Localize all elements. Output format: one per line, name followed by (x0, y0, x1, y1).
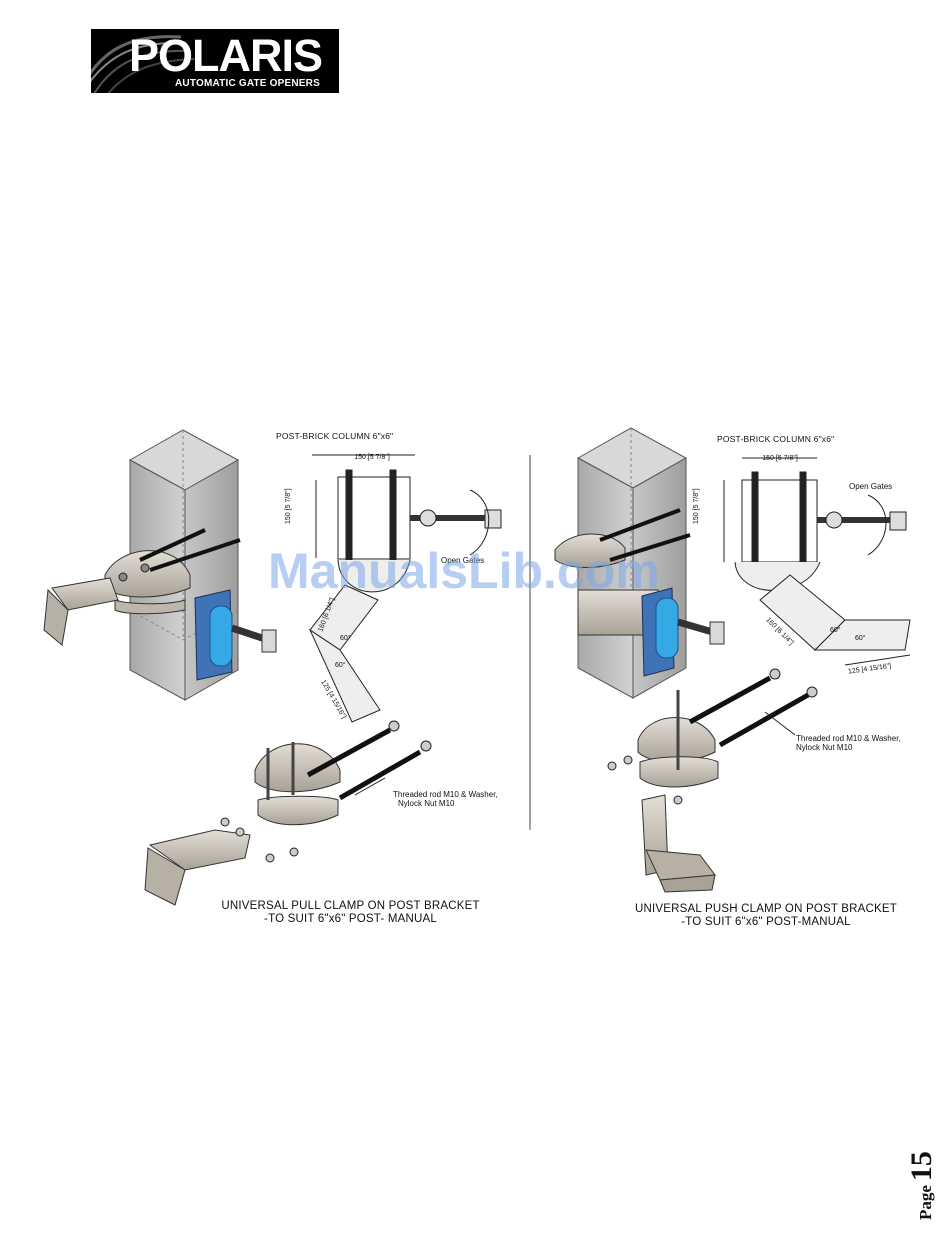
left-hinge-plate (194, 589, 277, 681)
bracket-drawing: 150 [5 7/8"] 150 [5 7/8"] 160 [6 1/4"] 1… (43, 427, 911, 906)
left-caption-line-2: -TO SUIT 6"x6" POST- MANUAL (264, 913, 437, 925)
page-number-value: 15 (905, 1151, 938, 1182)
left-plan-view (308, 454, 502, 723)
right-width-dim: 150 [5 7/8"] (762, 455, 798, 462)
left-height-dim: 150 [5 7/8"] (285, 488, 292, 524)
right-rod-leader (764, 711, 796, 736)
left-width-dim: 150 [5 7/8"] (354, 454, 390, 461)
right-post-label: POST-BRICK COLUMN 6"x6" (717, 434, 835, 444)
manualslib-watermark: ManualsLib.com (268, 543, 660, 599)
right-end-dim: 125 [4 15/16"] (848, 663, 892, 676)
right-angle-1: 60° (830, 626, 841, 634)
left-post-label: POST-BRICK COLUMN 6"x6" (276, 431, 394, 441)
right-angle-2: 60° (855, 634, 866, 642)
logo-tagline: AUTOMATIC GATE OPENERS (175, 78, 320, 89)
left-angle-1: 60° (340, 634, 351, 642)
right-height-dim: 150 [5 7/8"] (693, 488, 700, 524)
right-rod-label-2: Nylock Nut M10 (796, 743, 853, 752)
page-number: Page 15 (905, 1120, 949, 1220)
logo-brand: POLARIS (129, 30, 323, 81)
left-rod-leader (354, 777, 386, 796)
left-rod-label-1: Threaded rod M10 & Washer, (393, 790, 498, 799)
left-exploded-parts (144, 720, 432, 906)
logo-swoosh-icon (91, 35, 202, 93)
right-caption: UNIVERSAL PUSH CLAMP ON POST BRACKET -TO… (632, 903, 900, 929)
left-rod-label-2: Nylock Nut M10 (398, 799, 455, 808)
page-word: Page (916, 1185, 935, 1220)
right-hinge-plate (641, 587, 725, 677)
left-open-gates: Open Gates (441, 556, 484, 565)
polaris-logo: POLARIS AUTOMATIC GATE OPENERS (91, 29, 339, 93)
right-open-gates: Open Gates (849, 482, 892, 491)
right-caption-line-2: -TO SUIT 6"x6" POST-MANUAL (681, 916, 851, 928)
left-caption: UNIVERSAL PULL CLAMP ON POST BRACKET -TO… (218, 900, 483, 926)
right-caption-line-1: UNIVERSAL PUSH CLAMP ON POST BRACKET (635, 903, 897, 915)
right-exploded-parts (607, 668, 818, 893)
right-plan-view (723, 457, 911, 666)
right-rod-label-1: Threaded rod M10 & Washer, (796, 734, 901, 743)
left-mounted-bracket (43, 528, 241, 646)
left-caption-line-1: UNIVERSAL PULL CLAMP ON POST BRACKET (221, 900, 480, 912)
left-angle-2: 60° (335, 661, 346, 669)
